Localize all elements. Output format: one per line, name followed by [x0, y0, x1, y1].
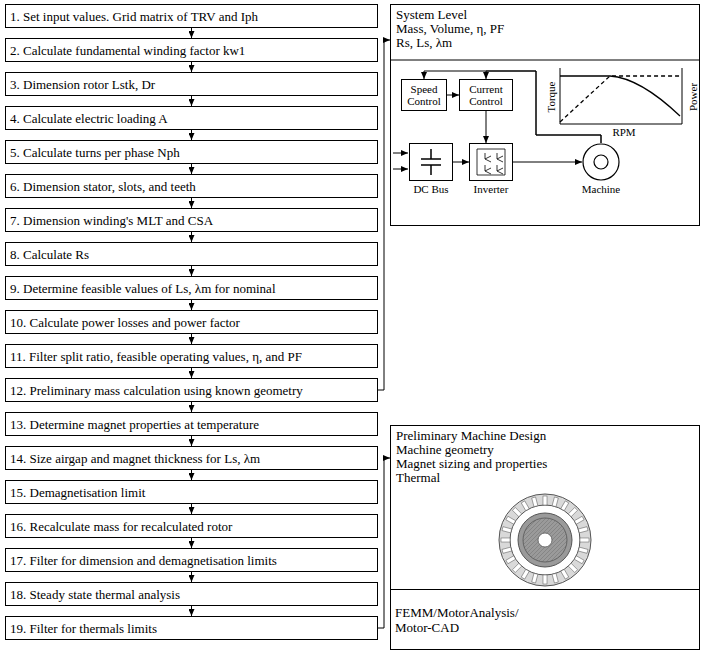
node-title: 7. Dimension winding's MLT and CSA [10, 213, 213, 228]
node-title: 3. Dimension rotor Lstk, Dr [10, 77, 155, 92]
node-title: 9. Determine feasible values of Ls, λm f… [10, 281, 276, 296]
machine-cross-section [499, 494, 591, 586]
process-box: 17. Filter for dimension and demagnetisa… [5, 548, 378, 572]
process-box: 15. Demagnetisation limit [5, 480, 378, 504]
torque-power-plot [560, 68, 682, 124]
node-text: Rs, Ls, λm [396, 36, 694, 50]
flow-arrow [191, 334, 192, 344]
flow-arrow [191, 300, 192, 310]
process-box: 16. Recalculate mass for recalculated ro… [5, 514, 378, 538]
flow-arrow [191, 436, 192, 446]
machine-symbol: Machine [582, 143, 620, 201]
node-title: 16. Recalculate mass for recalculated ro… [10, 519, 232, 534]
flow-arrow [191, 538, 192, 548]
node-title: Preliminary Machine Design [396, 429, 694, 443]
machine-design-panel: Preliminary Machine DesignMachine geomet… [390, 425, 700, 590]
node-title: Current Control [461, 83, 511, 107]
panel-divider [390, 60, 700, 61]
flow-arrow [191, 130, 192, 140]
process-box: 14. Size airgap and magnet thickness for… [5, 446, 378, 470]
flow-arrow [191, 470, 192, 480]
flow-arrow [453, 162, 469, 163]
node-title: 12. Preliminary mass calculation using k… [10, 383, 303, 398]
inverter-symbol: Inverter [469, 143, 513, 201]
process-box: 11. Filter split ratio, feasible operati… [5, 344, 378, 368]
input-arrow [393, 169, 408, 170]
process-box: 19. Filter for thermals limits [5, 616, 378, 640]
control-block: Speed Control [401, 79, 447, 111]
flow-arrow [191, 28, 192, 38]
process-box: 3. Dimension rotor Lstk, Dr [5, 72, 378, 96]
process-box: 12. Preliminary mass calculation using k… [5, 378, 378, 402]
node-title: 15. Demagnetisation limit [10, 485, 145, 500]
axis-label: Power [687, 83, 699, 111]
flow-arrow [191, 572, 192, 582]
inverter-symbol-drawing [469, 143, 513, 181]
flow-arrow [513, 162, 582, 163]
node-title: FEMM/MotorAnalysis/ Motor-CAD [395, 605, 545, 635]
machine-symbol-drawing [582, 143, 620, 181]
process-box: 6. Dimension stator, slots, and teeth [5, 174, 378, 198]
flow-arrow [191, 62, 192, 72]
node-title: 11. Filter split ratio, feasible operati… [10, 349, 302, 364]
node-title: Inverter [474, 182, 509, 196]
flow-arrow [378, 458, 390, 628]
flow-arrow [378, 40, 390, 390]
flow-arrow [424, 71, 601, 143]
dc-bus-symbol: DC Bus [409, 143, 453, 201]
node-title: DC Bus [413, 182, 448, 196]
node-title: 17. Filter for dimension and demagnetisa… [10, 553, 277, 568]
axis-label: RPM [612, 126, 635, 138]
node-title: 8. Calculate Rs [10, 247, 89, 262]
node-title: System Level [396, 8, 694, 22]
dc-bus-symbol-drawing [409, 143, 453, 181]
flow-arrow [191, 402, 192, 412]
flow-arrow [191, 504, 192, 514]
node-title: 13. Determine magnet properties at tempe… [10, 417, 259, 432]
node-title: 2. Calculate fundamental winding factor … [10, 43, 245, 58]
flow-arrow [191, 368, 192, 378]
flow-arrow [486, 111, 487, 143]
process-box: 18. Steady state thermal analysis [5, 582, 378, 606]
flow-arrow [191, 232, 192, 242]
node-title: 18. Steady state thermal analysis [10, 587, 180, 602]
flow-arrow [191, 606, 192, 616]
process-box: 1. Set input values. Grid matrix of TRV … [5, 4, 378, 28]
process-box: 4. Calculate electric loading A [5, 106, 378, 130]
flow-arrow [191, 266, 192, 276]
axis-label: Torque [544, 82, 556, 113]
node-text: Thermal [396, 471, 694, 485]
node-title: 10. Calculate power losses and power fac… [10, 315, 240, 330]
node-title: 4. Calculate electric loading A [10, 111, 168, 126]
node-text: Magnet sizing and properties [396, 457, 694, 471]
flow-arrow [191, 164, 192, 174]
process-box: 9. Determine feasible values of Ls, λm f… [5, 276, 378, 300]
node-title: 19. Filter for thermals limits [10, 621, 157, 636]
flow-arrow [191, 96, 192, 106]
flow-arrow [447, 95, 459, 96]
node-title: Speed Control [403, 83, 445, 107]
process-box: 10. Calculate power losses and power fac… [5, 310, 378, 334]
node-title: 5. Calculate turns per phase Nph [10, 145, 180, 160]
tool-box: FEMM/MotorAnalysis/ Motor-CAD [390, 590, 700, 650]
process-box: 5. Calculate turns per phase Nph [5, 140, 378, 164]
input-arrow [393, 153, 408, 154]
process-box: 2. Calculate fundamental winding factor … [5, 38, 378, 62]
node-title: 1. Set input values. Grid matrix of TRV … [10, 9, 258, 24]
node-text: Mass, Volume, η, PF [396, 22, 694, 36]
process-box: 7. Dimension winding's MLT and CSA [5, 208, 378, 232]
process-box: 8. Calculate Rs [5, 242, 378, 266]
system-level-panel: Speed Control Current Control DC Bus Invert… [390, 4, 700, 226]
flow-arrow [191, 198, 192, 208]
node-title: Machine [582, 182, 620, 196]
process-box: 13. Determine magnet properties at tempe… [5, 412, 378, 436]
control-block: Current Control [459, 79, 513, 111]
node-title: 14. Size airgap and magnet thickness for… [10, 451, 260, 466]
node-title: 6. Dimension stator, slots, and teeth [10, 179, 196, 194]
node-text: Machine geometry [396, 443, 694, 457]
